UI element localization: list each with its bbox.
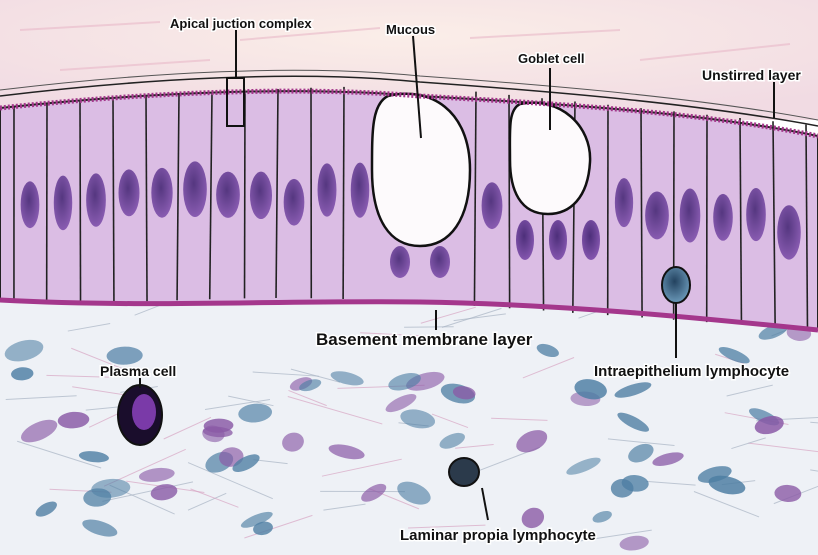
goblet-cell-mucous <box>372 94 470 246</box>
nucleus <box>351 163 369 218</box>
label-unstirred-layer: Unstirred layer <box>702 67 801 83</box>
stroma-cell <box>611 479 634 498</box>
fiber <box>404 327 454 328</box>
label-intraepithelium-lymphocyte: Intraepithelium lymphocyte <box>594 363 789 380</box>
nucleus <box>54 176 72 231</box>
nucleus <box>430 246 450 278</box>
nucleus <box>390 246 410 278</box>
nucleus <box>250 172 272 219</box>
nucleus <box>119 169 140 216</box>
label-apical-junction: Apical juction complex <box>170 16 312 31</box>
nucleus <box>482 182 503 229</box>
nucleus <box>615 178 633 227</box>
label-mucous: Mucous <box>386 22 435 37</box>
nucleus <box>318 163 337 216</box>
nucleus <box>680 188 701 242</box>
nucleus <box>284 179 305 226</box>
intraepithelial-lymphocyte <box>662 267 690 303</box>
nucleus <box>21 181 40 228</box>
label-plasma-cell: Plasma cell <box>100 363 176 379</box>
nucleus <box>151 168 172 218</box>
nucleus <box>183 161 207 217</box>
cell-wall <box>113 99 114 302</box>
nucleus <box>713 194 733 241</box>
cell-wall <box>343 87 344 299</box>
nucleus <box>777 205 801 259</box>
nucleus <box>746 188 766 241</box>
nucleus <box>516 220 534 260</box>
label-laminar-propia-lymphocyte: Laminar propia lymphocyte <box>400 527 596 544</box>
nucleus <box>582 220 600 260</box>
cell-wall <box>80 102 81 302</box>
nucleus <box>645 191 669 239</box>
cell-wall <box>146 97 147 302</box>
lamina-propria-lymphocyte <box>449 458 479 486</box>
nucleus <box>549 220 567 260</box>
cell-wall <box>641 108 642 317</box>
nucleus <box>86 173 106 226</box>
label-goblet-cell: Goblet cell <box>518 51 584 66</box>
label-basement-membrane: Basement membrane layer <box>316 330 533 349</box>
nucleus <box>216 172 240 218</box>
plasma-cell-nucleus <box>132 394 156 430</box>
